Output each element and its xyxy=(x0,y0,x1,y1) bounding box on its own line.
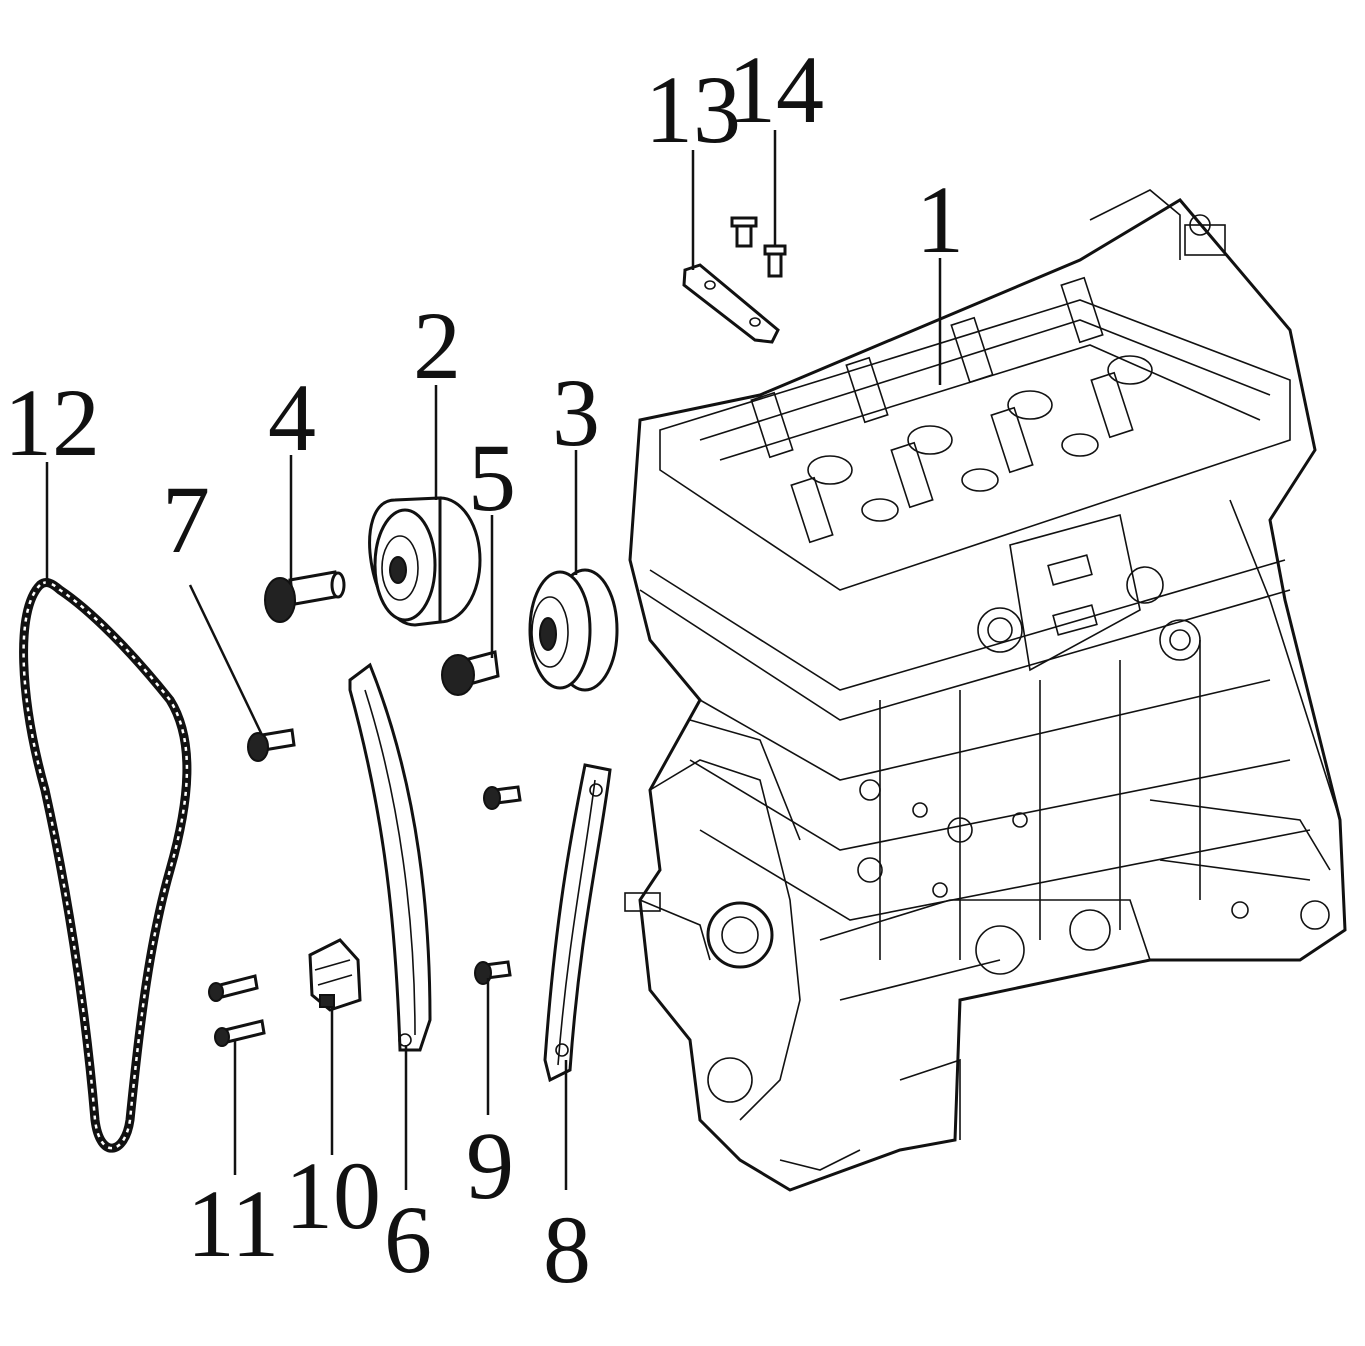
callout-10: 10 xyxy=(285,1142,381,1249)
bolts-part-9 xyxy=(474,785,522,985)
tensioner-guide-part-6 xyxy=(348,662,432,1052)
callout-11: 11 xyxy=(187,1170,279,1277)
engine-block-part-1 xyxy=(624,189,1347,1192)
callout-1: 1 xyxy=(916,166,964,273)
leader-7 xyxy=(188,584,264,736)
bolt-part-7 xyxy=(247,728,296,762)
bolts-part-11 xyxy=(208,974,266,1047)
callout-9: 9 xyxy=(466,1112,514,1219)
callout-3: 3 xyxy=(552,359,600,466)
fixed-guide-part-8 xyxy=(543,763,612,1083)
bolt-part-4 xyxy=(264,570,346,623)
callout-numbers: 1 2 3 4 5 6 7 8 9 10 11 12 13 14 xyxy=(4,36,964,1303)
callout-4: 4 xyxy=(268,364,316,471)
callout-6: 6 xyxy=(384,1186,432,1293)
callout-14: 14 xyxy=(728,36,824,143)
tensioner-part-10 xyxy=(308,938,362,1012)
callout-7: 7 xyxy=(162,466,210,573)
timing-chain-part-12 xyxy=(19,578,192,1153)
cam-sprocket-part-3 xyxy=(528,568,619,692)
bolts-part-14 xyxy=(730,216,787,278)
leader-lines xyxy=(45,130,942,1190)
callout-5: 5 xyxy=(468,424,516,531)
callout-12: 12 xyxy=(4,369,100,476)
bolt-part-5 xyxy=(441,650,500,696)
plate-part-13 xyxy=(682,263,780,344)
callout-8: 8 xyxy=(543,1196,591,1303)
cam-sprocket-part-2 xyxy=(368,496,482,627)
callout-2: 2 xyxy=(413,292,461,399)
callout-13: 13 xyxy=(645,56,741,163)
